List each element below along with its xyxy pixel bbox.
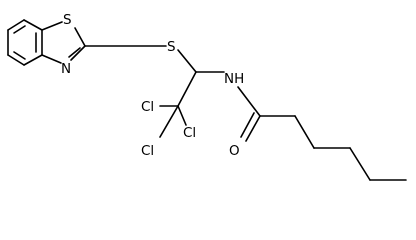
amide-group [237,86,261,142]
trichloroethyl-group [159,71,225,138]
atom-nh: NH [224,71,244,87]
atom-cl-1: Cl [141,99,154,115]
atom-cl-3: Cl [141,143,154,159]
thiazole-ring [41,21,86,64]
alkyl-chain [259,115,407,181]
atom-s-ring: S [63,12,72,28]
benzene-ring [7,19,43,66]
chemical-structure: S N S NH Cl Cl Cl O [7,12,407,181]
atom-o-carbonyl: O [229,143,240,159]
atom-cl-2: Cl [183,125,196,141]
atom-s-thioether: S [167,39,176,55]
thioether-linkage [84,45,197,73]
atom-n-ring: N [61,61,71,77]
